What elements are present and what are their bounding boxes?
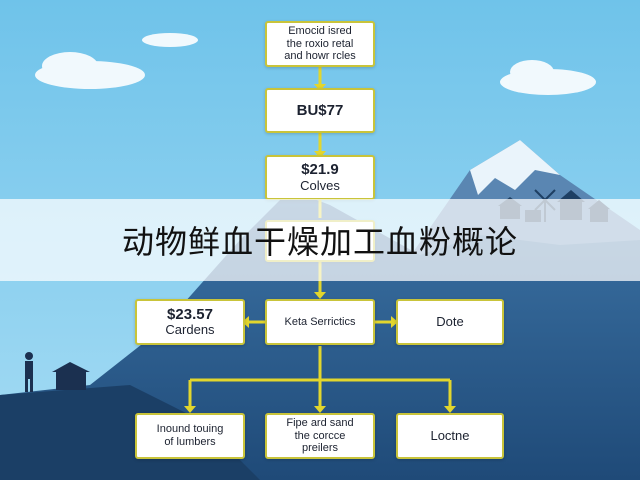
node-label: Emocid isred bbox=[288, 25, 352, 38]
node-label: of lumbers bbox=[164, 436, 216, 448]
flow-node-n8: Inound touing of lumbers bbox=[135, 413, 245, 459]
node-label: Keta Serrictics bbox=[284, 315, 356, 328]
node-label: Inound touing bbox=[156, 423, 224, 436]
snow-cap bbox=[470, 140, 560, 195]
node-label: the roxio retal bbox=[286, 37, 354, 50]
node-label: Loctne bbox=[430, 427, 470, 443]
flow-node-n6: Keta Serrictics bbox=[265, 299, 375, 345]
node-label: BU$77 bbox=[296, 101, 344, 119]
flow-node-n7: Dote bbox=[396, 299, 504, 345]
person-icon bbox=[25, 352, 33, 392]
cabin-icon bbox=[52, 362, 90, 390]
clouds bbox=[35, 33, 596, 95]
page-title: 动物鲜血干燥加工血粉概论 bbox=[121, 223, 518, 261]
flow-node-n10: Loctne bbox=[396, 413, 504, 459]
flow-node-n1: Emocid isred the roxio retal and howr rc… bbox=[265, 21, 375, 67]
node-label: Colves bbox=[300, 177, 340, 193]
node-label: Dote bbox=[436, 313, 464, 329]
flow-node-n5: $23.57 Cardens bbox=[135, 299, 245, 345]
node-label: $21.9 bbox=[301, 161, 339, 179]
flow-node-n2: BU$77 bbox=[265, 88, 375, 133]
node-label: the corcce bbox=[294, 429, 346, 442]
flow-node-n3: $21.9 Colves bbox=[265, 155, 375, 200]
node-label: preilers bbox=[301, 442, 339, 455]
node-label: Cardens bbox=[165, 322, 215, 338]
node-label: $23.57 bbox=[167, 305, 213, 323]
node-label: and howr rcles bbox=[284, 50, 356, 63]
arrowheads bbox=[184, 84, 456, 413]
flow-node-n9: Fipe ard sand the corcce preilers bbox=[265, 413, 375, 459]
node-label: Fipe ard sand bbox=[286, 417, 354, 430]
title-banner: 动物鲜血干燥加工血粉概论 bbox=[0, 199, 640, 281]
